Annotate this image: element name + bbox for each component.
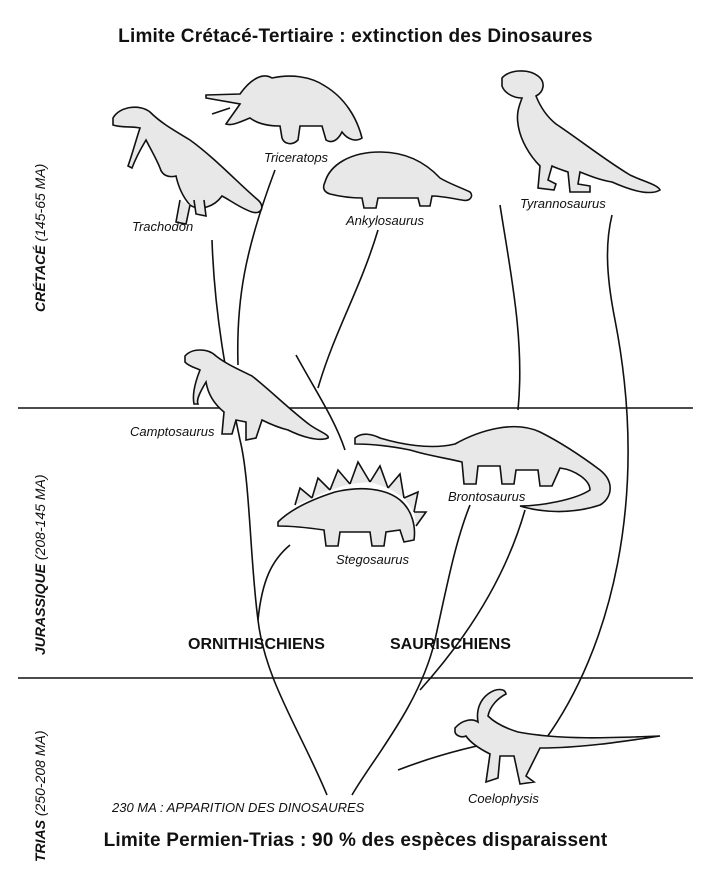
- lineage-line: [351, 504, 471, 796]
- era-name: TRIAS: [32, 820, 48, 862]
- label-ankylosaurus: Ankylosaurus: [346, 213, 425, 228]
- trachodon-figure: [112, 106, 263, 225]
- label-brontosaurus: Brontosaurus: [448, 489, 526, 504]
- lineage-line: [317, 229, 379, 389]
- era-range: (208-145 MA): [32, 474, 48, 561]
- coelophysis-figure: [454, 688, 661, 785]
- top-boundary-title: Limite Crétacé-Tertiaire : extinction de…: [118, 26, 593, 47]
- era-name: JURASSIQUE: [32, 563, 48, 655]
- ankylosaurus-figure: [322, 151, 473, 209]
- era-label-cretace: CRÉTACÉ (145-65 MA): [32, 164, 48, 312]
- label-stegosaurus: Stegosaurus: [336, 552, 409, 567]
- group-label-saurischiens: SAURISCHIENS: [390, 636, 511, 653]
- era-range: (145-65 MA): [32, 163, 48, 242]
- label-triceratops: Triceratops: [264, 150, 329, 165]
- stegosaurus-figure: [277, 460, 428, 547]
- dinosaur-origin-annotation: 230 MA : APPARITION DES DINOSAURES: [112, 800, 365, 815]
- lineage-line: [295, 354, 346, 451]
- label-camptosaurus: Camptosaurus: [130, 424, 215, 439]
- lineage-line: [499, 204, 521, 411]
- lineage-line: [419, 509, 526, 691]
- triceratops-figure: [205, 75, 363, 145]
- era-label-trias: TRIAS (250-208 MA): [32, 731, 48, 862]
- label-tyrannosaurus: Tyrannosaurus: [520, 196, 606, 211]
- bottom-boundary-title: Limite Permien-Trias : 90 % des espèces …: [103, 830, 608, 851]
- lineage-line: [236, 169, 276, 366]
- group-label-ornithischiens: ORNITHISCHIENS: [188, 636, 325, 653]
- lineage-line: [544, 214, 629, 741]
- brontosaurus-figure: [354, 425, 611, 513]
- tyrannosaurus-figure: [501, 70, 661, 194]
- label-coelophysis: Coelophysis: [468, 791, 539, 806]
- lineage-line: [211, 239, 241, 441]
- era-label-jurassique: JURASSIQUE (208-145 MA): [32, 474, 48, 655]
- label-trachodon: Trachodon: [132, 219, 194, 234]
- camptosaurus-figure: [184, 349, 330, 441]
- era-range: (250-208 MA): [32, 730, 48, 817]
- era-name: CRÉTACÉ: [32, 245, 48, 312]
- lineage-line: [257, 544, 291, 621]
